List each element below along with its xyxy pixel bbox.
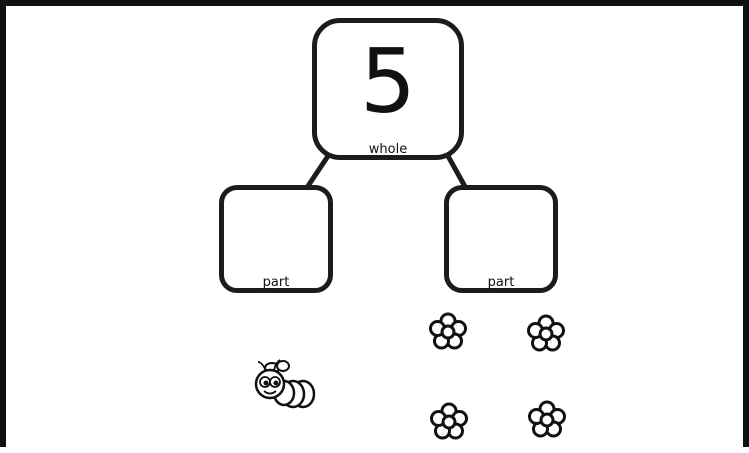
flower-icon[interactable]	[431, 314, 466, 348]
flower-icon[interactable]	[529, 316, 564, 350]
flower-icon[interactable]	[530, 402, 565, 436]
flower-icon[interactable]	[432, 404, 467, 438]
counters-layer	[6, 6, 749, 453]
bee-icon[interactable]	[256, 360, 314, 407]
